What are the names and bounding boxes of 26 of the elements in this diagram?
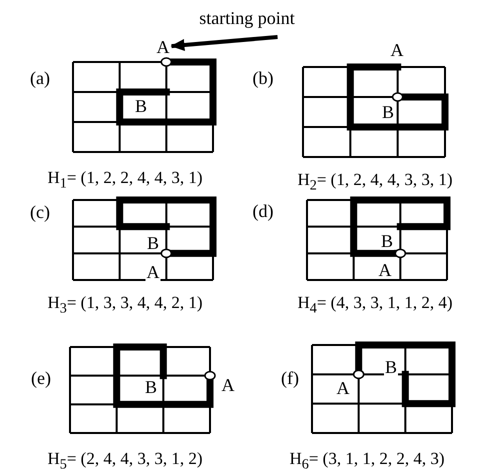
formula-text: H$_{6}$= (3, 1, 1, 2, 2, 4, 3): [289, 450, 445, 472]
point-label: B: [144, 378, 158, 396]
formula-text: H$_{1}$= (1, 2, 2, 4, 4, 3, 1): [47, 169, 203, 191]
panel-label: (d): [252, 202, 274, 220]
panel-label: (a): [30, 69, 50, 87]
point-label: A: [390, 41, 404, 59]
formula-text: H$_{5}$= (2, 4, 4, 3, 3, 1, 2): [47, 450, 203, 472]
formula-text: H$_{2}$= (1, 2, 4, 4, 3, 3, 1): [297, 171, 453, 193]
point-label: B: [134, 97, 148, 115]
caption-text: starting point: [199, 9, 295, 27]
panel-label: (c): [30, 203, 50, 221]
panel-label: (f): [281, 369, 299, 387]
point-label: B: [380, 232, 394, 250]
arrow: [170, 35, 278, 51]
formula-text: H$_{3}$= (1, 3, 3, 4, 4, 2, 1): [47, 294, 203, 316]
formula-text: H$_{4}$= (4, 3, 3, 1, 1, 2, 4): [297, 294, 453, 316]
point-label: A: [146, 263, 160, 281]
panel-label: (b): [252, 69, 274, 87]
point-label: B: [384, 358, 398, 376]
point-label: B: [146, 234, 160, 252]
point-label: A: [156, 38, 170, 56]
point-label: B: [381, 103, 395, 121]
point-label: A: [336, 379, 350, 397]
point-label: A: [378, 261, 392, 279]
panel-label: (e): [31, 369, 51, 387]
point-label: A: [222, 376, 234, 394]
